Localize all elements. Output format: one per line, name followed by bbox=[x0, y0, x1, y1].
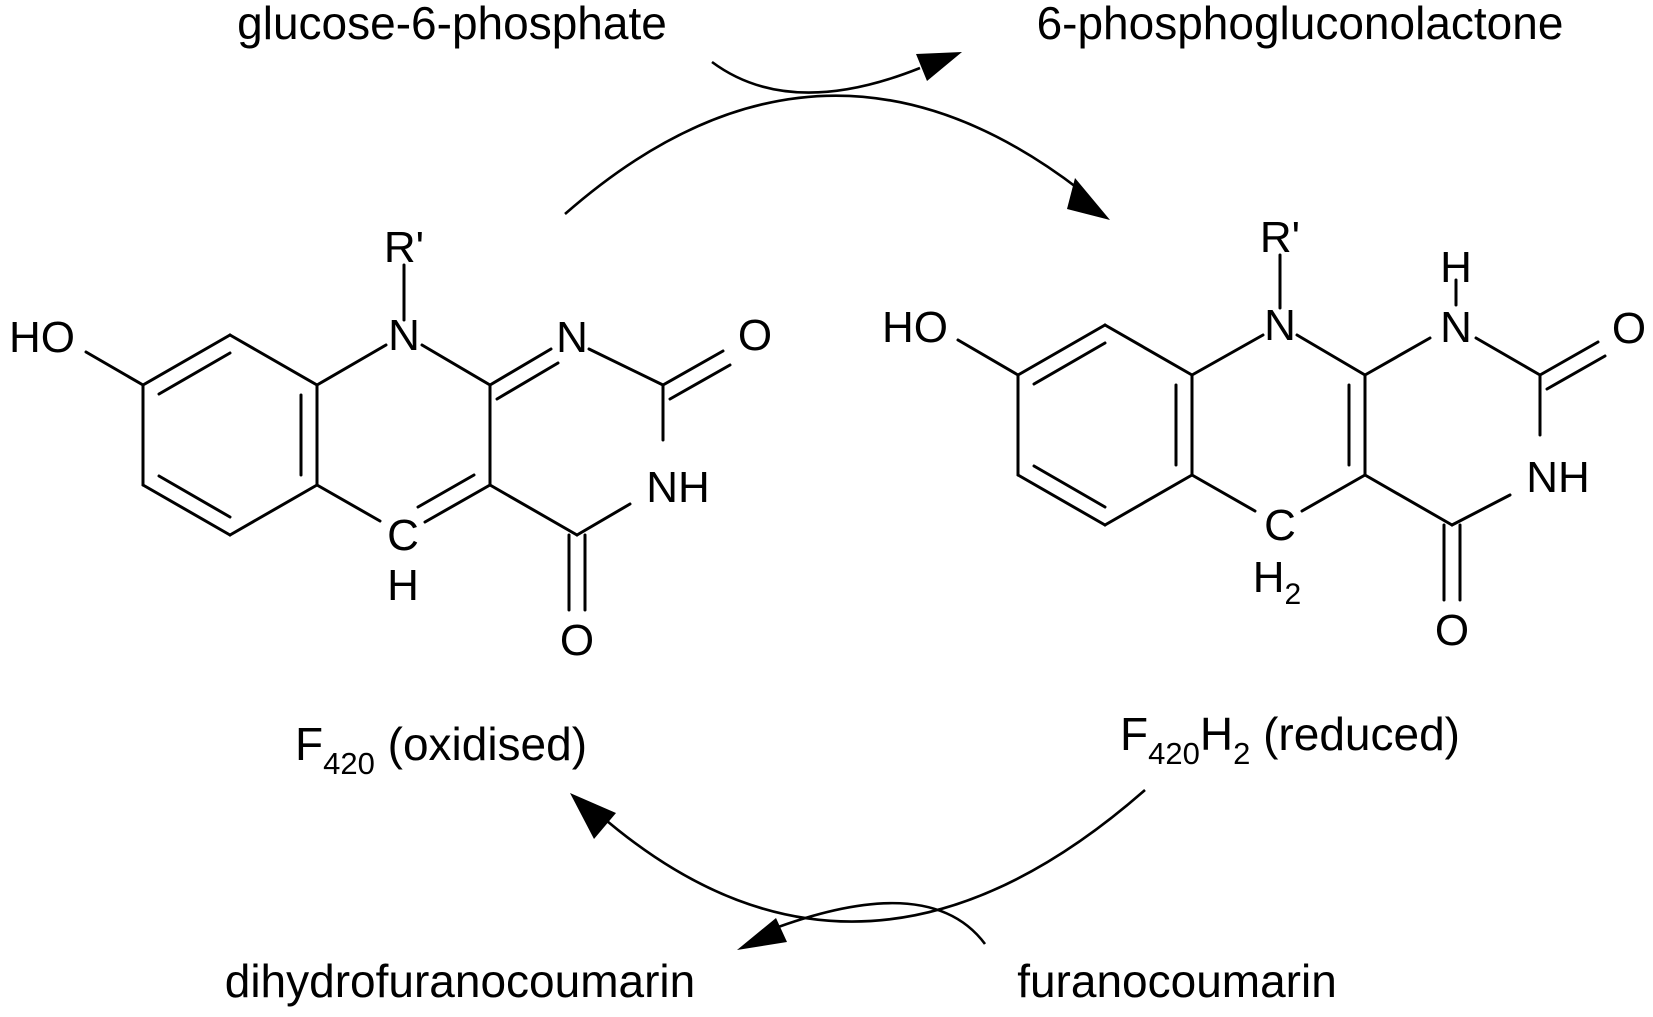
oxidised-hydroxyl: HO bbox=[9, 313, 75, 362]
bottom-main-arc bbox=[599, 789, 1146, 923]
bottom-side-arc bbox=[769, 901, 987, 945]
oxidised-n1: N bbox=[556, 313, 588, 362]
top-side-arrowhead bbox=[916, 52, 962, 81]
bottom-main-arrowhead bbox=[570, 793, 616, 839]
oxidised-structure: R' N N O NH O C H HO bbox=[9, 223, 772, 665]
reduced-h1: H bbox=[1440, 243, 1472, 292]
oxidised-c5: C bbox=[387, 511, 419, 560]
reduced-n10: N bbox=[1264, 301, 1296, 350]
reduced-label: F420H2 (reduced) bbox=[1120, 708, 1460, 771]
reduced-o2: O bbox=[1612, 304, 1646, 353]
oxidised-nh3: NH bbox=[646, 463, 710, 512]
oxidised-o2: O bbox=[738, 311, 772, 360]
oxidised-n10: N bbox=[388, 311, 420, 360]
top-main-arrowhead bbox=[1067, 178, 1110, 220]
top-substrate-label: glucose-6-phosphate bbox=[237, 0, 667, 49]
reduced-structure: R' N H N O NH O C H2 HO bbox=[882, 213, 1646, 655]
reduced-n1: N bbox=[1440, 303, 1472, 352]
reduced-hydroxyl: HO bbox=[882, 303, 948, 352]
top-side-arc bbox=[711, 60, 921, 94]
oxidised-r-group: R' bbox=[384, 223, 424, 272]
reduced-h5: H2 bbox=[1253, 553, 1301, 611]
reduced-r-group: R' bbox=[1260, 213, 1300, 262]
top-product-label: 6-phosphogluconolactone bbox=[1037, 0, 1564, 49]
reduced-c5: C bbox=[1264, 501, 1296, 550]
oxidised-o4: O bbox=[560, 616, 594, 665]
oxidised-label: F420 (oxidised) bbox=[295, 718, 587, 781]
top-main-arc bbox=[564, 94, 1081, 215]
bottom-side-arrowhead bbox=[737, 918, 787, 950]
bottom-substrate-label: furanocoumarin bbox=[1017, 955, 1337, 1007]
reduced-o4: O bbox=[1435, 606, 1469, 655]
reduced-nh3: NH bbox=[1526, 453, 1590, 502]
bottom-oxidation-arrows bbox=[570, 789, 1146, 950]
top-reduction-arrows bbox=[564, 52, 1110, 220]
oxidised-h5: H bbox=[387, 561, 419, 610]
bottom-product-label: dihydrofuranocoumarin bbox=[225, 955, 696, 1007]
